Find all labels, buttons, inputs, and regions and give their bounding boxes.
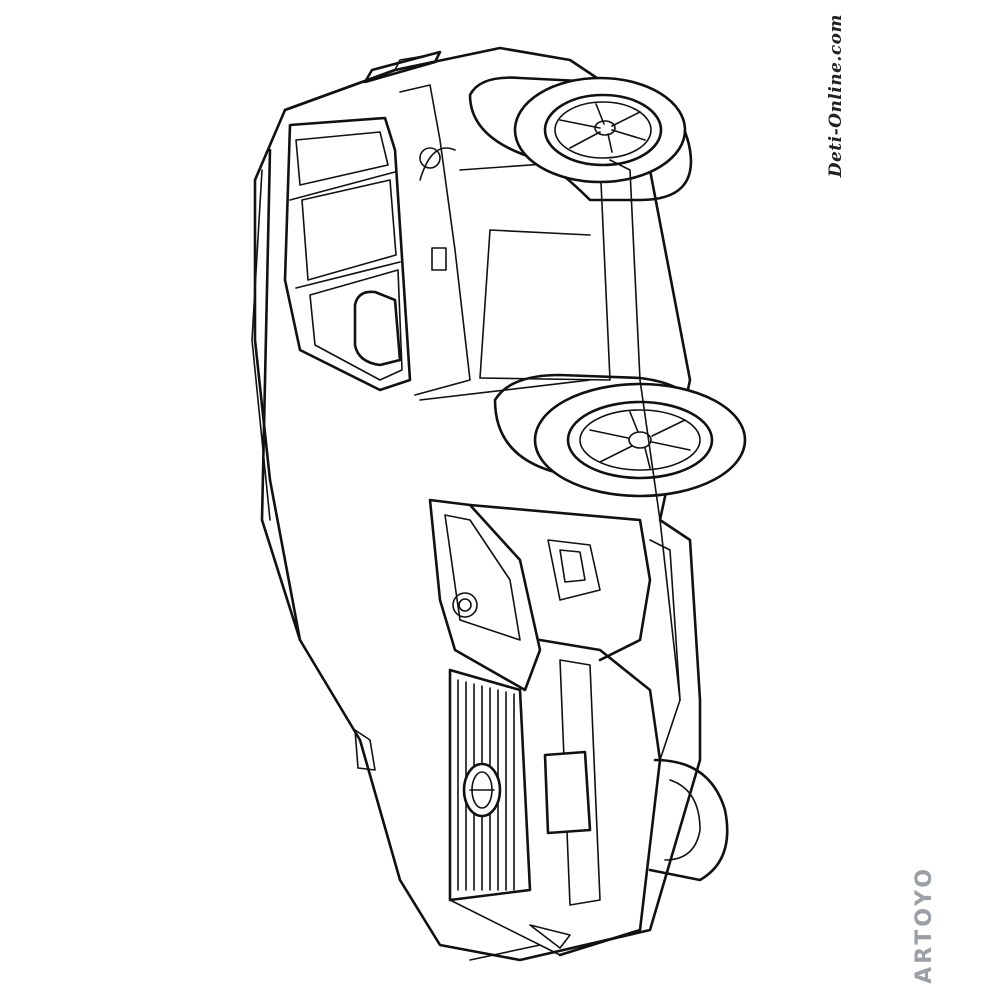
watermark-deti-online: Deti-Online.com [826,14,846,178]
windows [283,116,412,392]
front-fascia [428,498,652,692]
grille [448,668,532,902]
watermark-artoyo: ARTOYO [912,866,937,984]
front-wheel [493,373,747,498]
rear-wheel [468,76,693,202]
door-handle [431,247,447,271]
side-mirror [353,290,402,367]
car-body-outline [251,46,702,962]
body-crease [609,159,681,701]
license-plate [543,750,592,835]
front-bumper [449,638,662,961]
fog-light [452,592,478,618]
rear-marker [354,729,376,771]
fuel-cap [419,147,441,169]
front-right-tire [648,758,729,882]
